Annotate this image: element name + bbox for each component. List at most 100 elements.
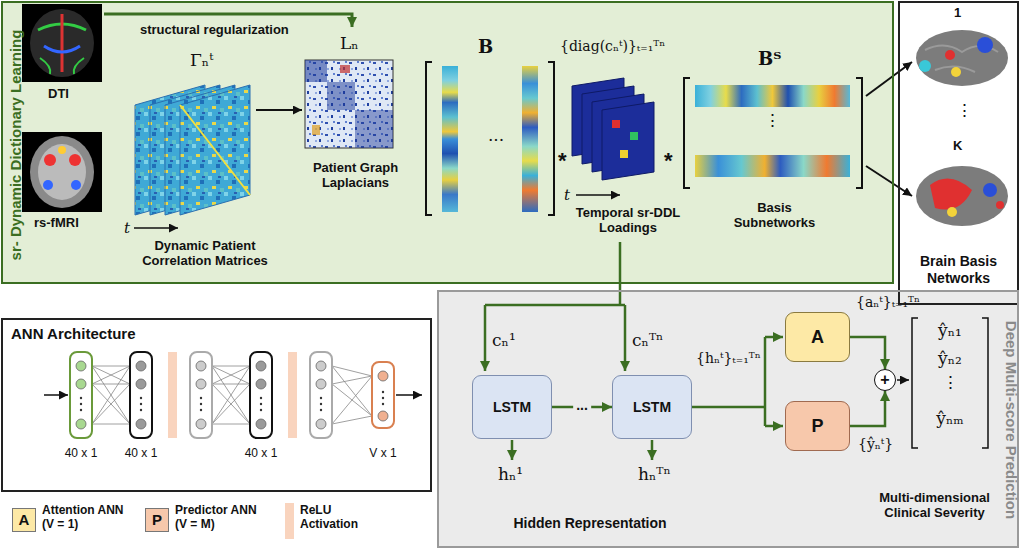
flow-arrows (485, 304, 625, 307)
label-text: Bᵀ (758, 48, 781, 69)
laplacian-matrix (340, 65, 350, 73)
label-text: ŷₙ₁ (925, 320, 975, 340)
flow-arrows (484, 305, 487, 371)
loadings-stack (572, 78, 654, 195)
legend-text: Attention ANN (V = 1) (42, 503, 134, 532)
brain-network (977, 37, 993, 53)
flow-arrows (765, 425, 783, 428)
label-text: ⋮ (764, 110, 781, 130)
fmri-image (71, 180, 81, 190)
basis-rows (684, 78, 690, 188)
ann-layers (92, 366, 130, 424)
flow-arrows (511, 440, 514, 460)
dti-image (44, 46, 80, 52)
label-text: Temporal sr-DDL Loadings (572, 205, 684, 235)
node-text: + (880, 372, 889, 388)
label-text: Patient Graph Laplacians (298, 160, 413, 190)
node-text: Brain Basis Networks (904, 253, 1013, 287)
ann-layers (76, 379, 86, 389)
flow-arrows (624, 305, 627, 371)
node-text: ANN Architecture (11, 325, 135, 342)
ann-layers (212, 384, 250, 385)
ann-layers (44, 394, 68, 396)
basis-rows (856, 78, 862, 188)
label-text: K (953, 138, 962, 153)
brain-network (947, 207, 957, 217)
fmri-image (43, 180, 53, 190)
flow-arrows (651, 440, 654, 460)
ann-layers (92, 384, 130, 385)
panel: sr- Dynamic Dictionary Learning (1, 1, 894, 284)
panel-fill (1, 1, 894, 284)
ann-layers (76, 361, 86, 371)
brain-network (919, 60, 931, 72)
laplacian-matrix (355, 110, 393, 148)
loadings-stack (620, 150, 628, 158)
label-text: 40 x 1 (56, 446, 106, 460)
label-text: Multi-dimensional Clinical Severity (872, 490, 997, 520)
ann-layers (382, 403, 384, 405)
label-text: 1 (954, 5, 961, 20)
dti-image (30, 9, 94, 77)
ann-layers (140, 403, 142, 405)
ann-layers (140, 409, 142, 411)
ann-layers (250, 352, 272, 438)
label-text: {ŷₙᵗ} (858, 436, 893, 452)
panel-fill (437, 290, 1019, 548)
dti-image (22, 4, 102, 82)
ann-layers (92, 384, 130, 424)
ann-layers (140, 397, 142, 399)
label-text: Lₙ (340, 33, 359, 53)
correlation-matrices (256, 109, 302, 111)
fmri-image (22, 132, 102, 212)
brain-network (916, 30, 1008, 86)
ann-layers (200, 403, 202, 405)
laplacian-matrix (305, 60, 327, 82)
ann-layers (136, 361, 146, 371)
ann-layers (80, 391, 384, 411)
flow-arrows (692, 406, 765, 409)
label-text: ⋮ (956, 100, 973, 120)
ann-layers (212, 424, 250, 425)
ann-layers (316, 379, 326, 389)
loadings-stack (602, 102, 654, 180)
panel: ANN Architecture (1, 318, 432, 492)
label-text: A (12, 508, 36, 532)
label-text: Γₙᵗ (190, 50, 213, 70)
basis-matrix (548, 62, 554, 215)
sum-circle: + (874, 369, 896, 391)
legend-text: ReLU Activation (300, 503, 380, 532)
label-text: hₙ¹ (498, 464, 523, 484)
label-text: DTI (48, 86, 69, 101)
label-text: ... (471, 125, 521, 145)
legend-text: Predictor ANN (V = M) (175, 503, 271, 532)
basis-rows (866, 62, 912, 96)
ann-layers (44, 352, 422, 438)
label-text: ŷₙ₂ (925, 348, 975, 368)
ann-layers (212, 366, 250, 424)
ann-layers (196, 379, 206, 389)
correlation-matrices (180, 85, 250, 215)
edge-label: ... (573, 397, 591, 413)
ann-layers (332, 376, 372, 424)
fmri-image (44, 154, 56, 166)
ann-layers (260, 397, 262, 399)
ann-layers (92, 366, 130, 424)
basis-rows (684, 62, 912, 196)
ann-layers (136, 379, 146, 389)
laplacian-matrix (312, 125, 320, 135)
basis-matrix (522, 66, 538, 212)
node-text: A (811, 327, 824, 348)
ann-layers (256, 361, 266, 371)
label-text: P (145, 508, 169, 532)
fmri-image (30, 136, 94, 208)
ann-layers (136, 419, 146, 429)
label-text: Hidden Representation (495, 515, 685, 531)
brain-network (945, 50, 955, 60)
ann-layers (92, 424, 130, 425)
ann-layers (168, 352, 177, 438)
ann-layers (332, 366, 372, 376)
ann-layers (212, 366, 250, 424)
label-text: t (564, 186, 570, 204)
basis-rows (695, 155, 850, 177)
